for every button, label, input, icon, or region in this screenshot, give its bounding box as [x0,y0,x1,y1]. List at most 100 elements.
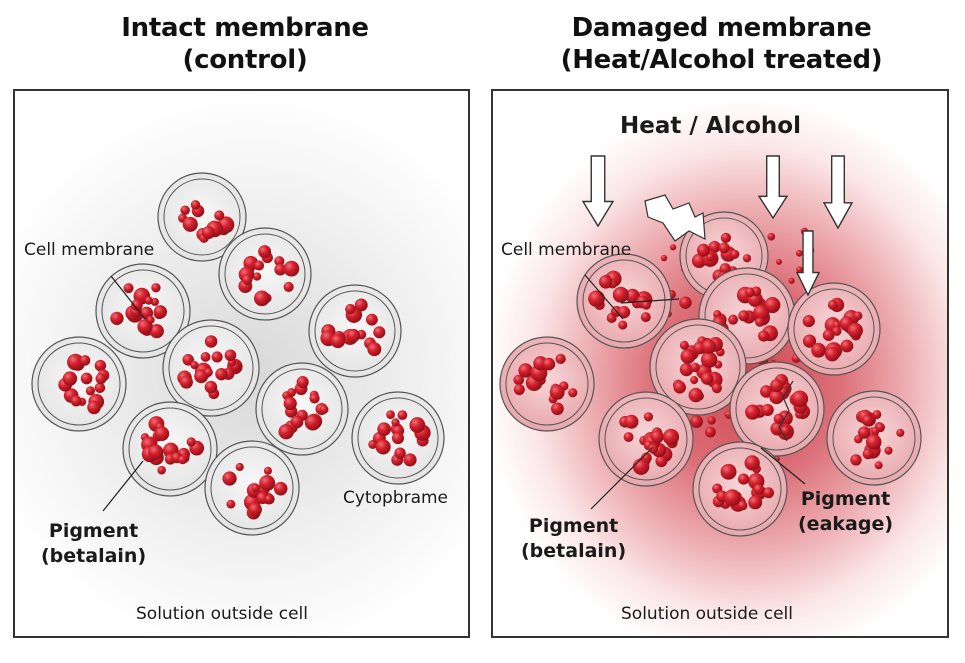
pigment-granule [182,354,194,366]
pigment-granule [791,390,809,408]
pigment-granule [623,432,634,442]
pigment-granule [131,299,143,311]
pigment-granule [700,351,718,368]
pigment-granule [149,323,164,339]
pigment-granule [542,357,556,371]
pigment-granule [738,473,750,485]
pigment-granule [391,418,400,427]
pigment-granule [643,412,654,422]
label-cell-membrane-damaged: Cell membrane [501,240,632,260]
pigment-granule [728,314,739,325]
pigment-granule [696,243,710,257]
pigment-granule [708,240,721,253]
pigment-granule [151,283,161,293]
pigment-granule [802,334,817,348]
pigment-granule [690,362,700,373]
title-damaged-line2: (Heat/Alcohol treated) [560,45,883,75]
cell-membrane-inner [128,407,212,491]
damaged-cell [787,282,881,376]
leaked-pigment-granule [776,258,782,265]
pigment-granule [201,226,215,240]
label-solution-outside: Solution outside cell [136,604,308,624]
pigment-granule [252,272,262,281]
heading-heat-alcohol: Heat / Alcohol [620,113,801,139]
cell-membrane-inner [832,396,916,480]
cell-membrane-inner [210,446,294,530]
pigment-granule [706,252,715,262]
cell-membrane-outer [692,441,788,537]
pigment-granule [263,466,272,475]
pigment-granule [764,297,781,314]
pigment-granule [254,260,265,271]
pigment-granule [148,444,164,460]
pigment-granule [780,425,791,436]
pigment-granule [248,502,262,517]
label-pigment-line1: Pigment [48,520,139,542]
damaged-cell [729,361,825,457]
pigment-granule [679,340,689,350]
pigment-granule [853,311,863,321]
cell-membrane-inner [357,397,439,479]
leaked-pigment-granule [767,232,776,241]
pigment-granule [513,384,525,396]
damaged-cell [649,318,747,416]
pigment-granule [549,384,565,400]
pointer-cell-membrane [584,274,624,320]
damaged-cell [692,441,788,537]
pigment-granule [720,232,732,243]
pigment-granule [70,395,82,407]
down-arrow-icon [581,155,615,228]
pigment-granule [180,205,190,216]
pigment-granule [748,495,763,510]
cell-membrane-inner [163,178,241,256]
pigment-granule [394,447,406,459]
pigment-granule [123,283,134,294]
pigment-granule [738,310,750,322]
pigment-granule [718,242,730,254]
title-intact-line2: (control) [182,45,308,75]
pointer-leak [620,298,680,304]
pigment-granule [309,393,320,404]
pigment-granule [713,310,722,319]
cell-membrane-inner [261,368,343,450]
pointer-cell-membrane [110,275,146,320]
pigment-granule [753,304,770,321]
label-pigment-leakage: Pigment (eakage) [798,487,893,537]
pigment-granule [513,374,524,386]
pigment-granule [720,463,737,480]
pigment-granule [753,483,765,495]
label-pigment-line1-damaged: Pigment [528,515,619,537]
pigment-granule [144,296,153,305]
pigment-granule [755,317,765,327]
pigment-granule [204,380,218,394]
pointer-leakage [760,447,806,485]
pigment-granule [745,287,755,298]
broken-cell-icon [644,194,706,242]
pigment-granule [811,342,826,358]
pigment-granule [178,455,188,465]
damaged-cells-illustration [499,155,922,537]
intact-cell [31,336,127,432]
pigment-granule [742,254,752,263]
pigment-granule [769,389,784,405]
pigment-granule [737,500,748,511]
pigment-granule [242,274,253,285]
pigment-granule [874,461,883,470]
pigment-granule [346,328,361,343]
pigment-granule [650,430,664,444]
leaked-pigment-granule [690,415,703,429]
cell-membrane-outer [31,336,127,432]
cell-membrane-inner [793,288,875,370]
pigment-granule [723,489,741,507]
pigment-granule [283,281,294,293]
pigment-granule [884,446,893,455]
title-damaged-membrane: Damaged membrane (Heat/Alcohol treated) [494,12,949,76]
damaged-cell [598,391,694,487]
pigment-granule [290,415,304,429]
pigment-granule [251,483,260,493]
label-solution-outside-damaged: Solution outside cell [621,604,793,624]
label-leakage-line2: (eakage) [798,513,894,535]
pigment-granule [190,200,201,210]
cell-membrane-inner [314,290,396,372]
pigment-granule [588,290,605,308]
